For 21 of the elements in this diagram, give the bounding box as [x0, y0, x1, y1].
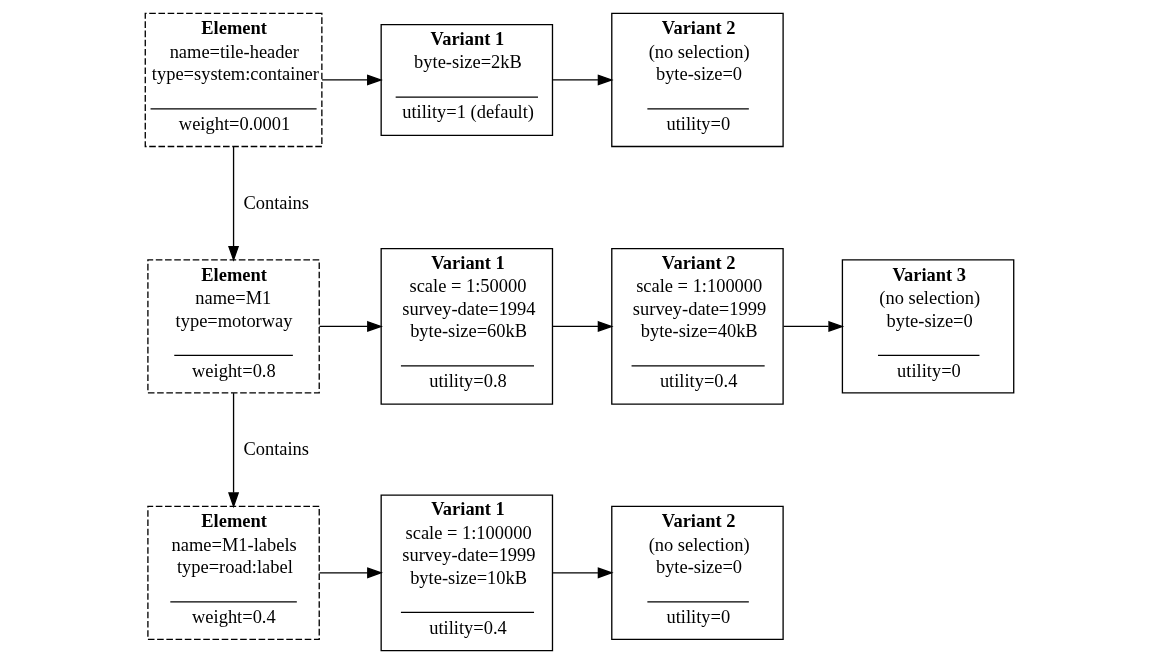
- arrow: [228, 146, 240, 262]
- edge-label: Contains: [243, 439, 310, 460]
- node-box: Variant 2 scale = 1:100000 survey-date=1999 byte-size=40kB utility=0.4: [611, 248, 784, 405]
- arrow: [321, 74, 383, 86]
- arrow: [552, 74, 614, 86]
- arrow: [783, 320, 845, 332]
- arrow: [552, 567, 614, 579]
- node-box: Variant 3 (no selection) byte-size=0 utility=0: [841, 259, 1015, 394]
- node-box: Element name=M1-labels type=road:label weight=0.4: [147, 505, 320, 641]
- node-box: Variant 1 scale = 1:100000 survey-date=1999 byte-size=10kB utility=0.4: [380, 494, 554, 652]
- node-box: Element name=tile-header type=system:container weight=0.0001: [144, 12, 323, 148]
- arrow: [228, 392, 240, 509]
- arrow: [552, 320, 614, 332]
- node-box: Element name=M1 type=motorway weight=0.8: [147, 259, 320, 394]
- node-box: Variant 2 (no selection) byte-size=0 utility=0: [611, 12, 784, 148]
- arrow: [318, 320, 383, 332]
- arrow: [318, 567, 383, 579]
- node-box: Variant 2 (no selection) byte-size=0 utility=0: [611, 505, 784, 641]
- node-box: Variant 1 byte-size=2kB utility=1 (default): [380, 23, 554, 136]
- node-box: Variant 1 scale = 1:50000 survey-date=1994 byte-size=60kB utility=0.8: [380, 248, 554, 405]
- edge-label: Contains: [243, 192, 310, 213]
